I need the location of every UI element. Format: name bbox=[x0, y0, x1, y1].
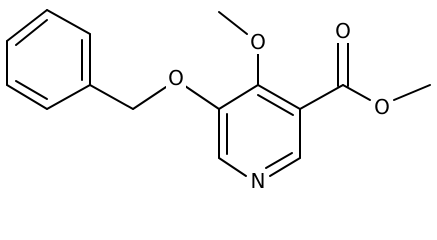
benzene-bond bbox=[46, 9, 91, 35]
atom-label-o: O bbox=[250, 30, 266, 54]
atom-label-o: O bbox=[374, 95, 390, 119]
pyridine-bond bbox=[218, 84, 259, 110]
aryl-o-bond bbox=[184, 85, 220, 110]
benzene-bond bbox=[6, 84, 48, 110]
chemical-structure-diagram: O O O O N bbox=[6, 9, 431, 193]
atom-o-carbonyl: O bbox=[333, 19, 353, 43]
atom-label-n: N bbox=[251, 169, 266, 193]
atom-label-o: O bbox=[335, 19, 351, 43]
pyridine-ring bbox=[218, 84, 301, 177]
carboxyl-bond bbox=[299, 84, 344, 110]
pyridine-bond bbox=[269, 157, 301, 177]
atom-n-pyridine: N bbox=[248, 169, 268, 193]
atom-o-ester: O bbox=[372, 95, 392, 119]
benzene-inner-bond bbox=[15, 19, 48, 46]
pyridine-bond bbox=[218, 157, 247, 177]
benzene-bond bbox=[46, 84, 91, 110]
benzene-ring bbox=[6, 9, 91, 110]
ester-ch3-bond bbox=[393, 84, 431, 101]
pyridine-inner-bond bbox=[265, 152, 293, 169]
atom-o-benzyloxy: O bbox=[166, 66, 186, 90]
benzene-inner-bond bbox=[15, 80, 48, 100]
pyridine-bond bbox=[257, 84, 301, 110]
atom-o-methoxy: O bbox=[248, 30, 268, 54]
methoxy-ch3-bond bbox=[218, 11, 248, 35]
benzyl-o-bond bbox=[132, 86, 167, 110]
benzyl-ch2-bond bbox=[89, 84, 134, 110]
atom-label-o: O bbox=[168, 66, 184, 90]
benzene-bond bbox=[6, 9, 48, 42]
ester-o-bond bbox=[342, 84, 371, 101]
pyridine-inner-bond bbox=[257, 94, 294, 116]
